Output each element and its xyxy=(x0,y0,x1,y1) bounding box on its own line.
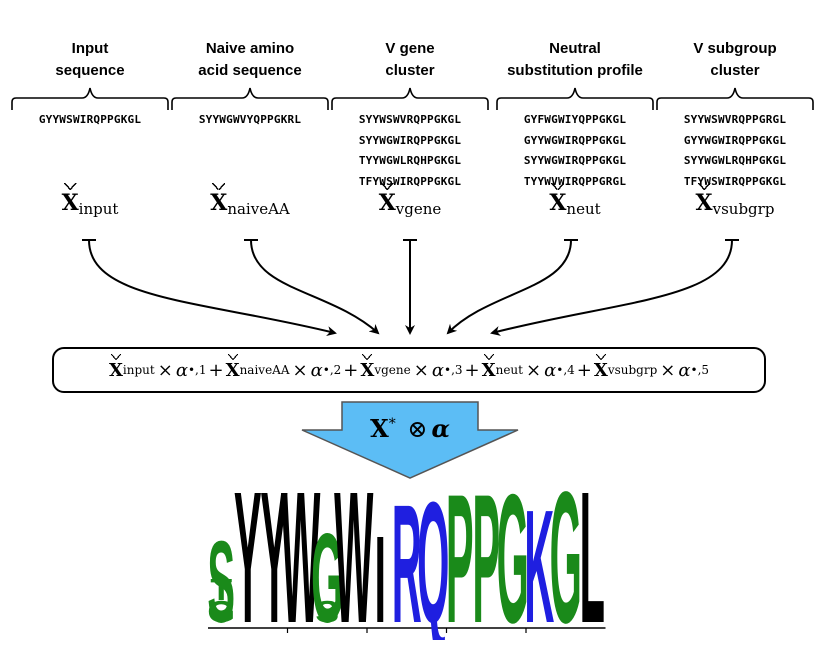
logo-letter: Y xyxy=(234,480,262,640)
logo-letter: G xyxy=(311,508,343,640)
brace xyxy=(656,87,814,110)
x-estimator-label: Xneut xyxy=(549,183,601,218)
arrow-neut xyxy=(446,239,572,335)
arrow-vsubgrp xyxy=(490,239,733,336)
x-estimator-label: Xvsubgrp xyxy=(695,183,775,218)
x-estimator-label: XnaiveAA xyxy=(210,183,290,218)
sequence-list: SYYWSWVRQPPGKGL SYYWGWIRQPPGKGL TYYWGWLRQH… xyxy=(330,110,490,192)
brace xyxy=(11,87,169,110)
logo-letter: P xyxy=(446,480,474,640)
logo-minor-letter: T xyxy=(210,573,232,607)
logo-letter: W xyxy=(281,480,320,640)
sequence: GYYWSWIRQPPGKGL xyxy=(38,113,142,126)
logo-letter: P xyxy=(472,480,500,640)
sequence: SYYWGWIRQPPGKGL xyxy=(358,133,462,147)
sequence: GYYWGWIRQPPGKGL xyxy=(523,133,627,147)
sequence: GYFWGWIYQPPGKGL xyxy=(523,113,627,126)
logo-letter: G xyxy=(497,480,529,640)
sequence: SYYWSWVRQPPGKGL xyxy=(358,113,462,126)
arrow-label: X* ⊗α xyxy=(370,414,450,443)
sequence: TYYWGWLRQHPGKGL xyxy=(358,154,462,167)
sequence: SYYWGWVYQPPGKRL xyxy=(198,113,302,126)
sequence: SYYWGWLRQHPGKGL xyxy=(683,154,787,167)
x-estimator-label: Xinput xyxy=(61,183,119,218)
arrow-input xyxy=(88,239,337,336)
sequence: TYYWVWIRQPPGRGL xyxy=(523,174,627,188)
sequence: SYYWGWIRQPPGKGL xyxy=(523,154,627,167)
sequence: GYYWGWIRQPPGKGL xyxy=(683,133,787,147)
logo-letter: I xyxy=(374,509,386,640)
logo-letter: W xyxy=(334,480,373,640)
x-estimator-label: Xvgene xyxy=(378,183,442,218)
logo-letter: Y xyxy=(260,480,288,640)
big-down-arrow-icon xyxy=(301,401,519,479)
brace xyxy=(496,87,654,110)
logo-minor-letter: G xyxy=(207,595,235,629)
logo-letter: S xyxy=(207,518,235,640)
logo-letter: L xyxy=(580,480,605,640)
logo-letter: R xyxy=(392,480,422,640)
logo-letter: G xyxy=(550,480,582,640)
sequence-list: GYFWGWIYQPPGKGL GYYWGWIRQPPGKGL SYYWGWIRQP… xyxy=(495,110,655,192)
sequence-list: SYYWGWVYQPPGKRL xyxy=(170,110,330,131)
logo-letter: Q xyxy=(417,480,449,640)
arrow-naive xyxy=(250,239,380,335)
logo-letter: K xyxy=(524,480,554,640)
brace xyxy=(331,87,489,110)
logo-minor-letter: S xyxy=(315,595,339,629)
sequence: SYYWSWVRQPPGRGL xyxy=(683,113,787,126)
brace xyxy=(171,87,329,110)
sequence-list: GYYWSWIRQPPGKGL xyxy=(10,110,170,131)
